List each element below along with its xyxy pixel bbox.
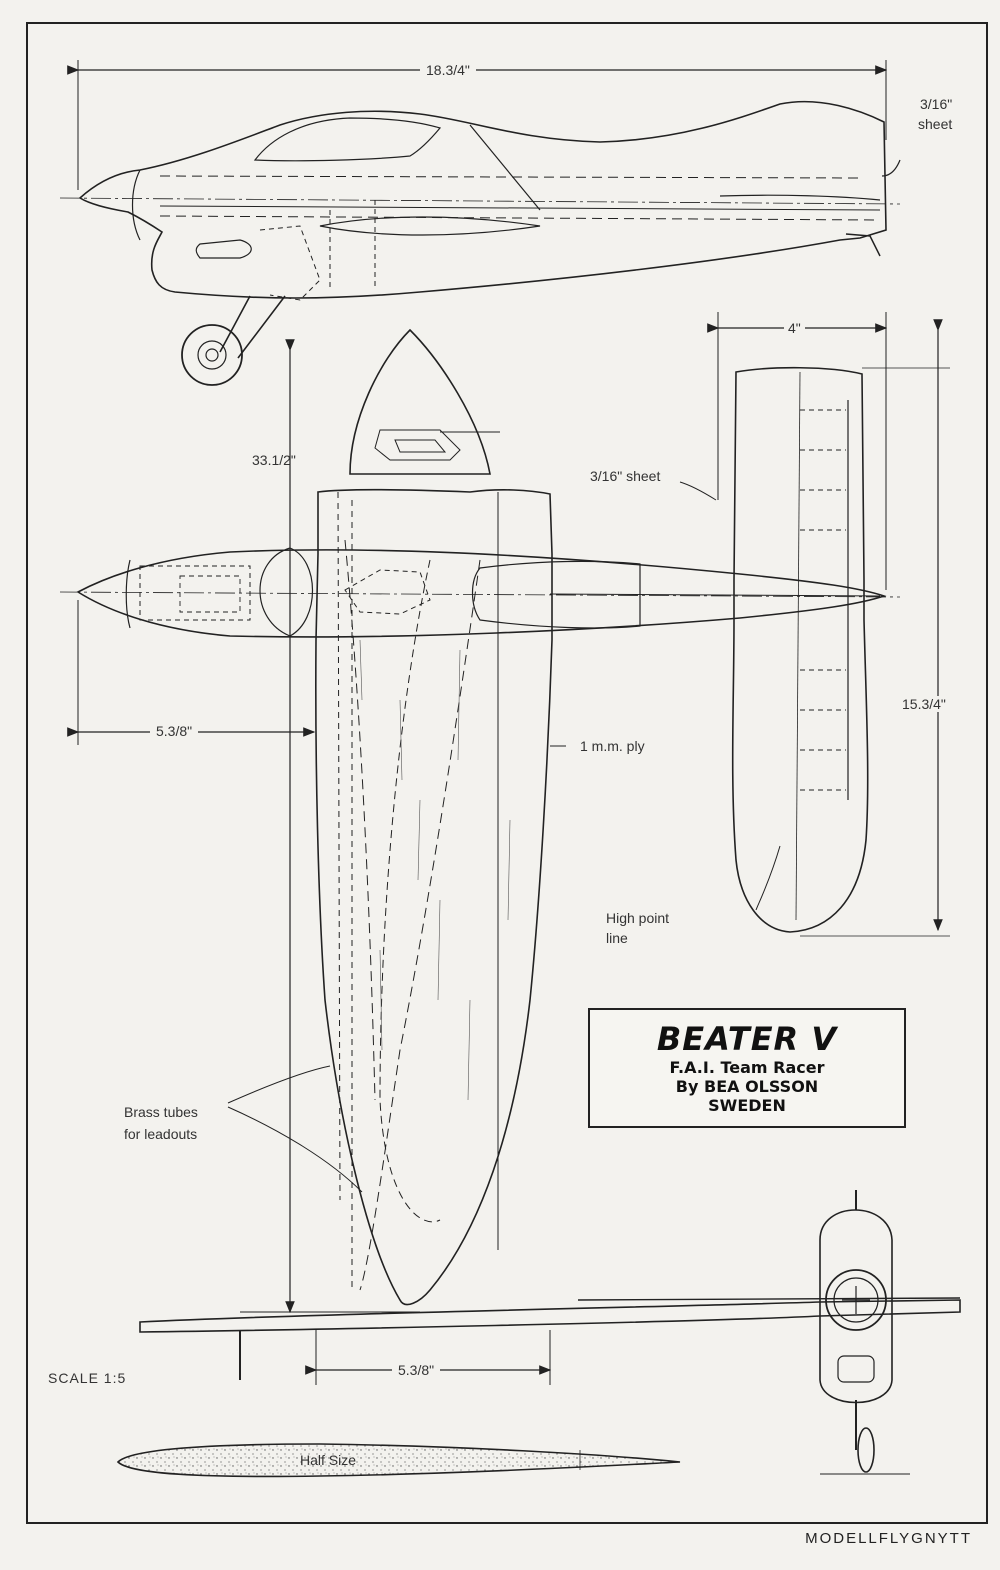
drawing-border (26, 22, 988, 1524)
publisher-label: MODELLFLYGNYTT (805, 1530, 972, 1547)
model-name: BEATER V (656, 1020, 838, 1058)
stab-material-label: 3/16" sheet (590, 468, 661, 484)
overall-length-label: 18.3/4" (420, 62, 476, 78)
stab-chord-label: 4" (784, 320, 805, 336)
airfoil-section (116, 1443, 681, 1478)
tail-thickness-label: 3/16" (920, 96, 953, 112)
dimension-lines (67, 339, 552, 1385)
nose-to-wing-label: 5.3/8" (150, 723, 199, 739)
title-line-2: By BEA OLSSON (675, 1077, 819, 1096)
plan-view-fuselage (59, 547, 901, 638)
stab-span-label: 15.3/4" (900, 696, 948, 712)
front-view (139, 1190, 961, 1475)
high-point-label: High point (606, 910, 670, 926)
canopy-detail (349, 328, 500, 475)
tail-thickness-unit: sheet (918, 116, 953, 132)
airfoil-label: Half Size (300, 1452, 357, 1468)
wing-chord-label: 5.3/8" (392, 1362, 441, 1378)
scale-label: SCALE 1:5 (48, 1370, 127, 1386)
plan-view-stabilizer (679, 312, 950, 937)
title-block: BEATER V F.A.I. Team Racer By BEA OLSSON… (588, 1008, 906, 1128)
title-line-1: F.A.I. Team Racer (669, 1058, 825, 1077)
high-point-line-label: line (606, 930, 628, 946)
wingspan-label: 33.1/2" (252, 452, 296, 468)
plan-view-wing (315, 488, 553, 1306)
title-line-3: SWEDEN (708, 1096, 786, 1115)
wing-skin-label: 1 m.m. ply (580, 738, 645, 754)
side-view (59, 60, 901, 386)
brass-tubes-label: Brass tubes (124, 1104, 198, 1120)
leadouts-label: for leadouts (124, 1126, 198, 1142)
